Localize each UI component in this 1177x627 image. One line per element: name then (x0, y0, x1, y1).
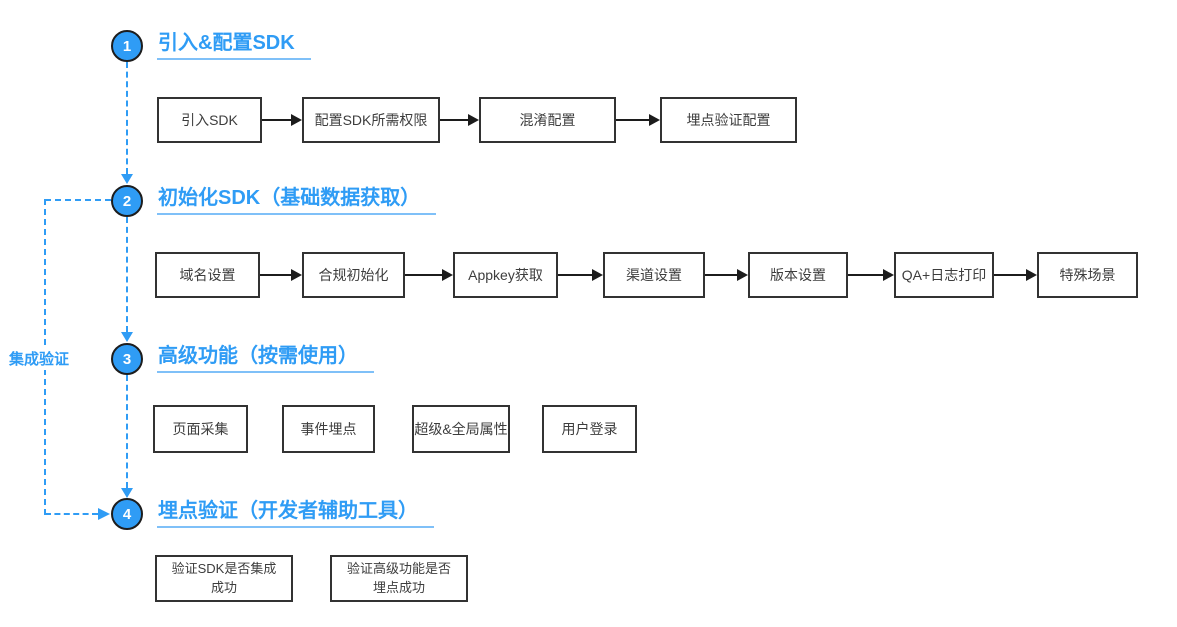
arrow-right-icon (994, 269, 1037, 281)
step-4-title-link[interactable]: 埋点验证（开发者辅助工具） (157, 500, 434, 528)
arrow-right-icon (260, 269, 302, 281)
arrow-down-icon (121, 174, 133, 184)
arrow-down-icon (121, 332, 133, 342)
dashed-bypass-top (45, 199, 111, 201)
step-4-badge: 4 (111, 498, 143, 530)
flow-node: 混淆配置 (479, 97, 616, 143)
arrow-right-icon (705, 269, 748, 281)
arrow-right-icon (262, 114, 302, 126)
dashed-connector-step2-step3 (126, 217, 128, 332)
arrow-right-icon (558, 269, 603, 281)
flow-node: 版本设置 (748, 252, 848, 298)
flow-node: Appkey获取 (453, 252, 558, 298)
flow-node: 埋点验证配置 (660, 97, 797, 143)
flow-node: 页面采集 (153, 405, 248, 453)
integration-verification-label: 集成验证 (6, 347, 73, 370)
flow-node: 合规初始化 (302, 252, 405, 298)
dashed-connector-step3-step4 (126, 375, 128, 488)
arrow-right-icon (405, 269, 453, 281)
flow-node: 用户登录 (542, 405, 637, 453)
flow-node: 验证高级功能是否 埋点成功 (330, 555, 468, 602)
flow-node: 引入SDK (157, 97, 262, 143)
flow-node: 事件埋点 (282, 405, 375, 453)
arrow-right-icon (848, 269, 894, 281)
arrow-right-icon (440, 114, 479, 126)
flow-node: 配置SDK所需权限 (302, 97, 440, 143)
flow-node: 特殊场景 (1037, 252, 1138, 298)
step-2-badge: 2 (111, 185, 143, 217)
flow-node: 域名设置 (155, 252, 260, 298)
arrow-right-icon (616, 114, 660, 126)
step-2-title-link[interactable]: 初始化SDK（基础数据获取） (157, 187, 437, 215)
dashed-bypass-bottom (45, 513, 98, 515)
step-3-title-link[interactable]: 高级功能（按需使用） (157, 345, 374, 373)
flow-node: 渠道设置 (603, 252, 705, 298)
step-1-badge: 1 (111, 30, 143, 62)
step-3-badge: 3 (111, 343, 143, 375)
step-1-title-link[interactable]: 引入&配置SDK (157, 32, 311, 60)
flow-node: QA+日志打印 (894, 252, 994, 298)
arrow-right-icon (98, 508, 110, 520)
arrow-down-icon (121, 488, 133, 498)
flow-node: 超级&全局属性 (412, 405, 510, 453)
flow-node: 验证SDK是否集成 成功 (155, 555, 293, 602)
dashed-connector-step1-step2 (126, 62, 128, 174)
